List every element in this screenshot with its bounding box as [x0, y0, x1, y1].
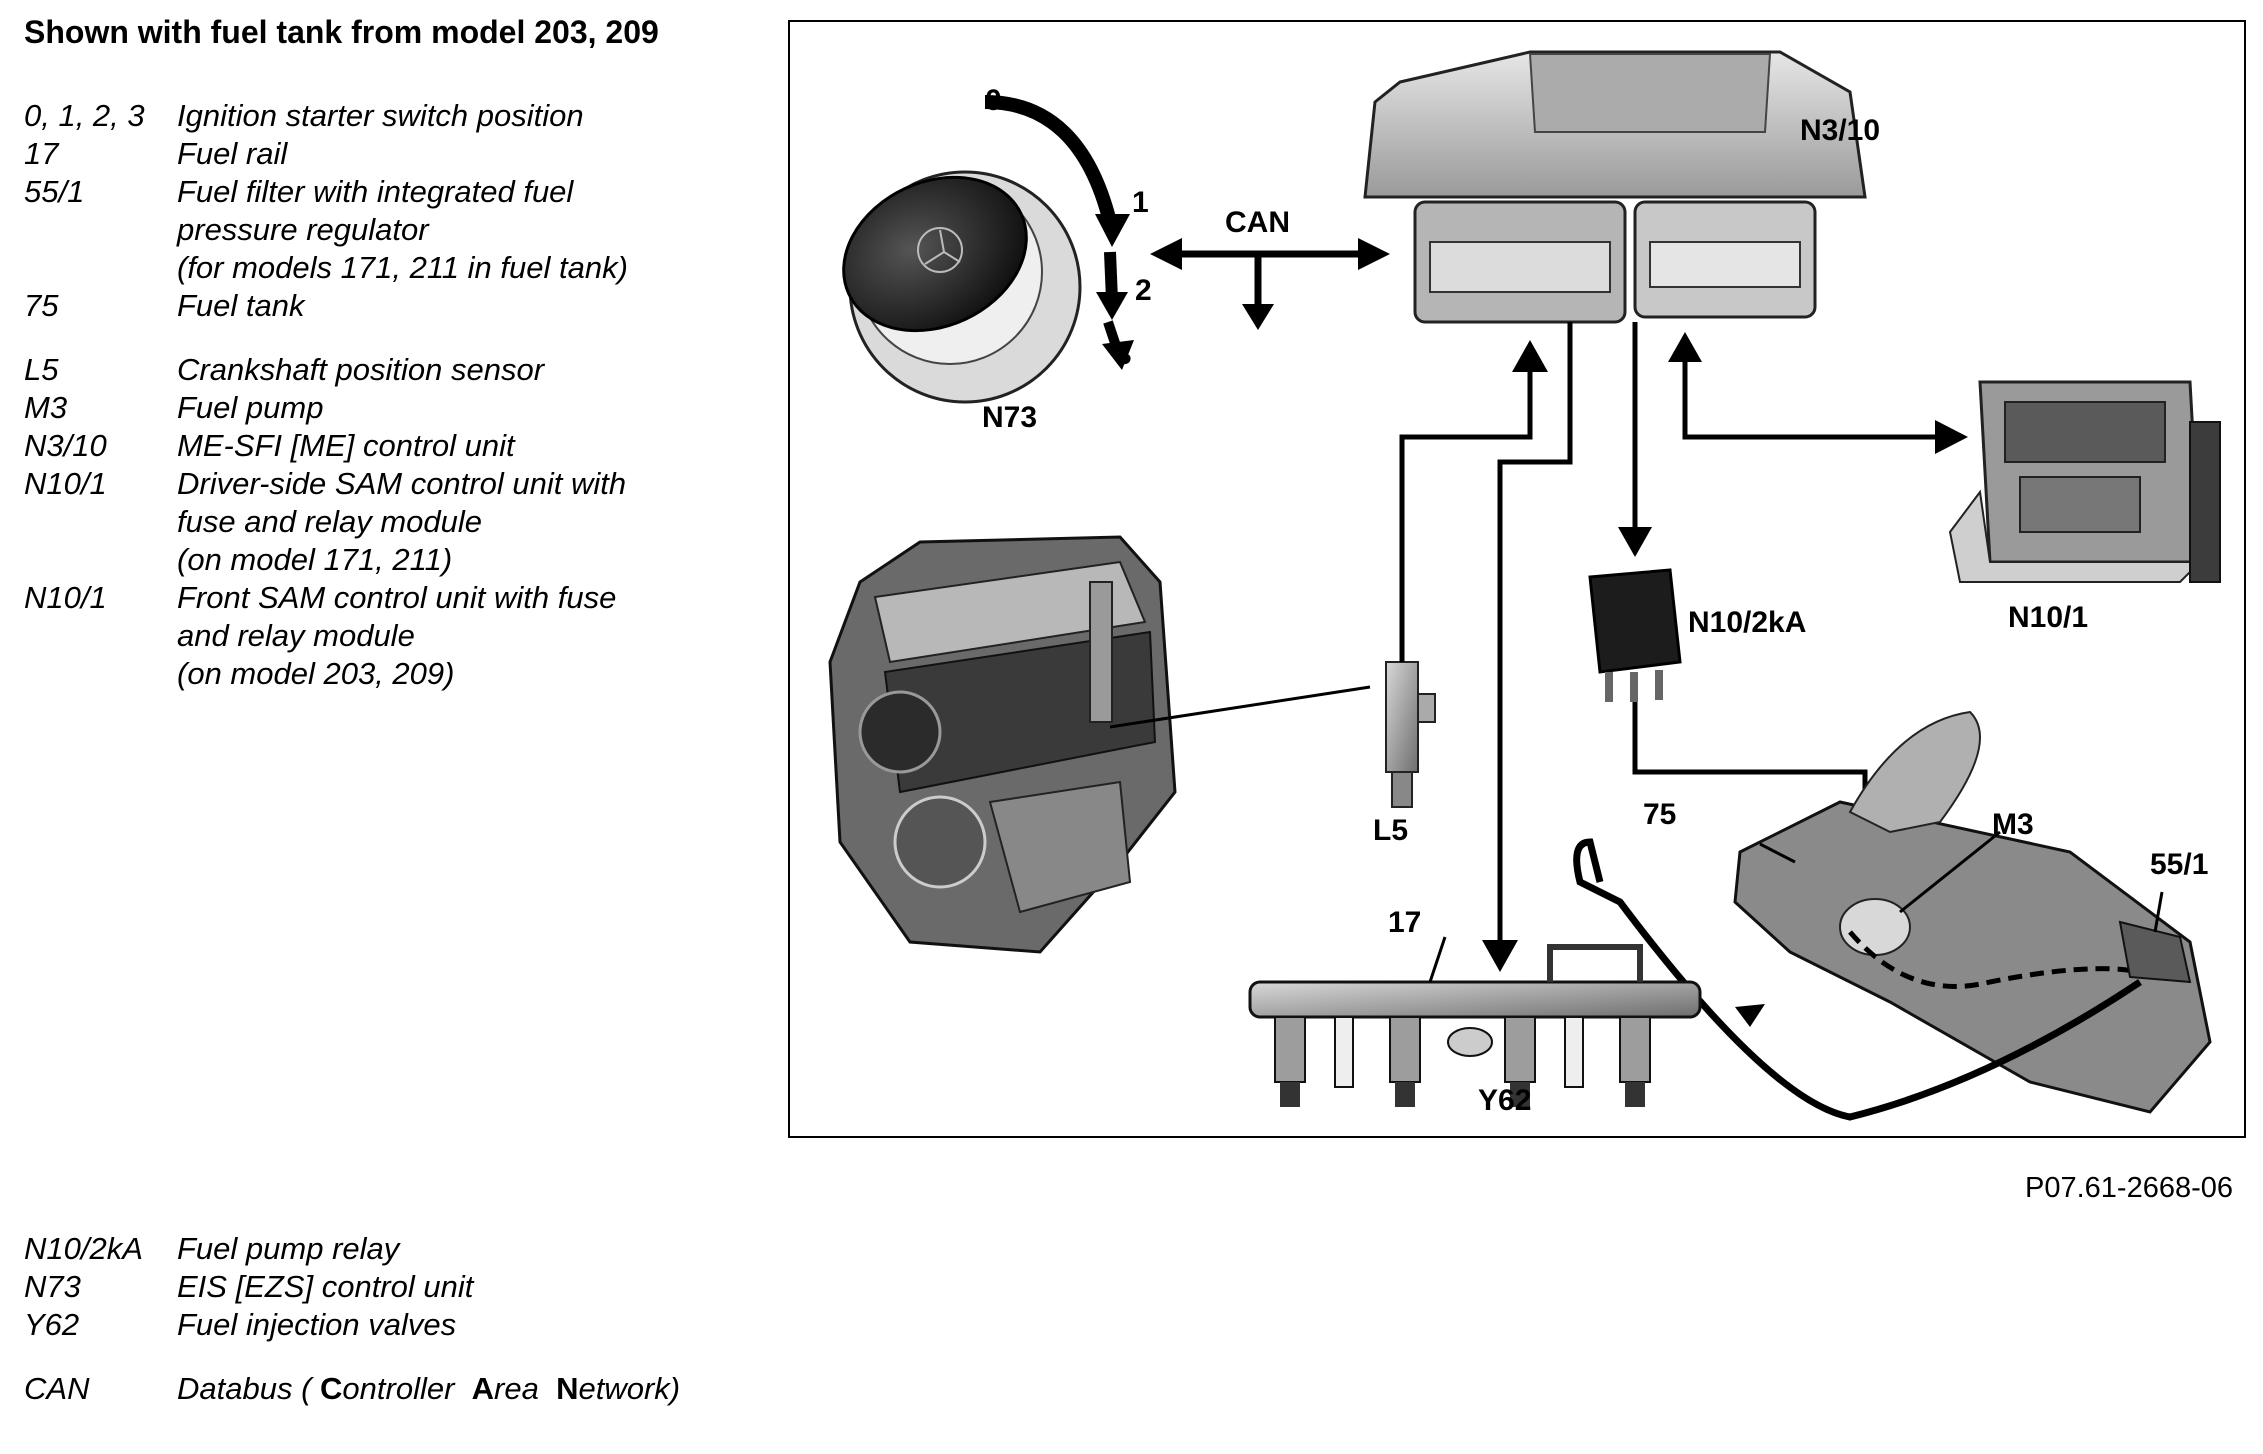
- legend-item: 75 Fuel tank: [24, 287, 744, 325]
- legend-item: 55/1 Fuel filter with integrated fuel pre…: [24, 173, 744, 287]
- label-n10-2ka: N10/2kA: [1688, 606, 1806, 639]
- label-75: 75: [1643, 798, 1676, 831]
- legend-item: N10/1 Front SAM control unit with fuse an…: [24, 579, 744, 693]
- label-n3-10: N3/10: [1800, 114, 1880, 147]
- legend-desc: EIS [EZS] control unit: [177, 1269, 474, 1304]
- label-17: 17: [1388, 906, 1421, 939]
- legend-desc: Crankshaft position sensor: [177, 352, 545, 387]
- can-bus-arrow: [1150, 238, 1390, 330]
- legend-item: N10/2kA Fuel pump relay: [24, 1230, 784, 1268]
- injectors-y62: [1274, 1016, 1651, 1107]
- legend-code: N10/1: [24, 580, 107, 615]
- diagram-frame: N3/10 CAN N73 0 1 2 3 N10/1 N10/2kA L5 7…: [788, 20, 2246, 1138]
- legend-gap: [24, 325, 744, 351]
- fuel-line: [1573, 838, 2142, 1121]
- legend-item: N3/10 ME-SFI [ME] control unit: [24, 427, 744, 465]
- legend-desc: Fuel tank: [177, 288, 305, 323]
- can-cap-c: C: [320, 1371, 343, 1406]
- legend-gap: [24, 1344, 784, 1370]
- ignition-switch-n73: [842, 95, 1134, 404]
- legend-code: N73: [24, 1269, 81, 1304]
- legend-desc: Fuel pump relay: [177, 1231, 400, 1266]
- can-word-n: etwork): [578, 1371, 681, 1406]
- fuel-pump-relay-n10-2ka: [1588, 568, 1682, 702]
- can-cap-a: A: [471, 1371, 495, 1406]
- fuel-system-diagram: N3/10 CAN N73 0 1 2 3 N10/1 N10/2kA L5 7…: [828, 50, 2221, 1121]
- legend-desc-can: Databus ( Controller Area Network): [177, 1370, 784, 1408]
- legend-item-can: CAN Databus ( Controller Area Network): [24, 1370, 784, 1408]
- legend-item: 17 Fuel rail: [24, 135, 744, 173]
- legend-desc: Fuel pump: [177, 390, 324, 425]
- legend-item: L5 Crankshaft position sensor: [24, 351, 744, 389]
- legend-code: N10/2kA: [24, 1231, 143, 1266]
- can-word-a: rea: [494, 1371, 539, 1406]
- legend-desc: Fuel rail: [177, 136, 288, 171]
- legend-code: 75: [24, 288, 59, 323]
- legend-code: Y62: [24, 1307, 80, 1342]
- legend-desc: Driver-side SAM control unit with fuse a…: [177, 466, 627, 577]
- label-m3: M3: [1992, 808, 2034, 841]
- legend-item: 0, 1, 2, 3 Ignition starter switch positi…: [24, 97, 744, 135]
- fuel-rail-17: [1248, 936, 1702, 1107]
- legend-top: 0, 1, 2, 3 Ignition starter switch positi…: [24, 97, 744, 693]
- label-position-2: 2: [1135, 274, 1152, 307]
- can-prefix: Databus (: [177, 1371, 312, 1406]
- legend-code: 17: [24, 136, 59, 171]
- legend-code: N3/10: [24, 428, 107, 463]
- engine-illustration: [828, 535, 1177, 954]
- legend-item: N73 EIS [EZS] control unit: [24, 1268, 784, 1306]
- label-55-1: 55/1: [2150, 848, 2208, 881]
- legend-item: N10/1 Driver-side SAM control unit with f…: [24, 465, 744, 579]
- legend-item: M3 Fuel pump: [24, 389, 744, 427]
- label-l5: L5: [1373, 814, 1408, 847]
- label-y62: Y62: [1478, 1084, 1531, 1117]
- figure-reference: P07.61-2668-06: [2025, 1172, 2233, 1204]
- label-n73: N73: [982, 401, 1037, 434]
- legend-code: 55/1: [24, 174, 85, 209]
- diagram-heading: Shown with fuel tank from model 203, 209: [24, 14, 659, 50]
- label-position-0: 0: [985, 84, 1002, 117]
- legend-desc: Fuel injection valves: [177, 1307, 457, 1342]
- legend-code: 0, 1, 2, 3: [24, 98, 145, 133]
- legend-code: N10/1: [24, 466, 107, 501]
- legend-bottom: N10/2kA Fuel pump relay N73 EIS [EZS] cont…: [24, 1230, 784, 1408]
- label-n10-1: N10/1: [2008, 601, 2088, 634]
- legend-desc: Front SAM control unit with fuse and rel…: [177, 580, 617, 691]
- can-cap-n: N: [556, 1371, 579, 1406]
- label-position-3: 3: [1115, 338, 1132, 371]
- label-position-1: 1: [1132, 186, 1149, 219]
- legend-desc: Ignition starter switch position: [177, 98, 584, 133]
- legend-desc: Fuel filter with integrated fuel pressur…: [177, 174, 628, 285]
- legend-desc: ME-SFI [ME] control unit: [177, 428, 515, 463]
- can-word-c: ontroller: [342, 1371, 455, 1406]
- crankshaft-sensor-l5: [1109, 661, 1436, 808]
- ecu-n3-10: [1363, 50, 1867, 324]
- label-can: CAN: [1225, 206, 1290, 239]
- legend-item: Y62 Fuel injection valves: [24, 1306, 784, 1344]
- fuel-tank-75: [1733, 710, 2212, 1114]
- sam-module-n10-1: [1948, 380, 2221, 583]
- legend-code: L5: [24, 352, 59, 387]
- legend-code: M3: [24, 390, 68, 425]
- legend-code: CAN: [24, 1371, 90, 1406]
